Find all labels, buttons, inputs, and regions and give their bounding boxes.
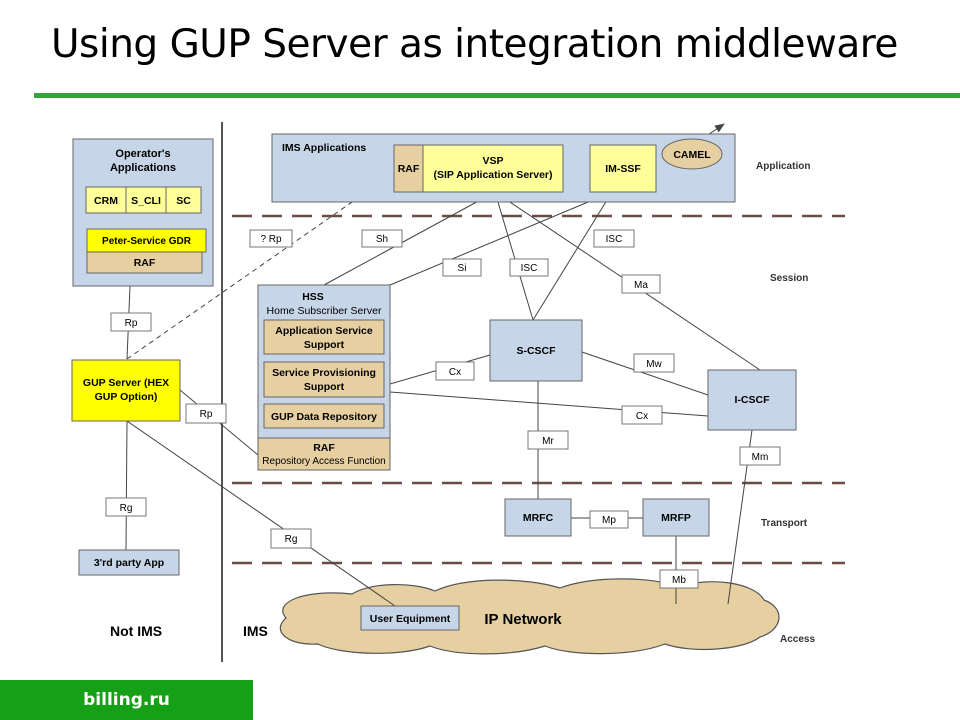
gup-server-label-line1: GUP Server (HEX (83, 377, 169, 389)
interface-mw: Mw (646, 359, 662, 370)
interface-rg-left: Rg (120, 503, 133, 514)
interface-mr: Mr (542, 436, 554, 447)
operators-applications-title-line2: Applications (110, 162, 176, 174)
interface-rp-question: ? Rp (260, 234, 282, 245)
interface-labels: ? Rp Sh ISC Si ISC Ma Cx Mw Cx Mr Mm Mp … (105, 229, 781, 589)
third-party-app-box: 3'rd party App (78, 549, 180, 576)
interface-isc-top: ISC (606, 234, 623, 245)
layer-label-session: Session (770, 273, 808, 284)
footer-brand-band (0, 680, 253, 720)
application-service-support-line2: Support (304, 339, 345, 351)
interface-rp-operator: Rp (125, 318, 138, 329)
not-ims-label: Not IMS (110, 623, 162, 639)
user-equipment-box: User Equipment (360, 605, 460, 631)
s-cscf-box: S-CSCF (489, 319, 583, 382)
interface-mp: Mp (602, 515, 616, 526)
hss-panel: HSS Home Subscriber Server Application S… (257, 284, 391, 471)
link-sh (323, 191, 496, 286)
interface-cx-right: Cx (636, 411, 648, 422)
camel-label: CAMEL (673, 149, 711, 161)
interface-rg-mid: Rg (285, 534, 298, 545)
application-service-support-line1: Application Service (275, 325, 373, 337)
ims-label: IMS (243, 623, 268, 639)
gup-server-label-line2: GUP Option) (95, 391, 158, 403)
operators-applications-title-line1: Operator's (115, 148, 170, 160)
vsp-label-line2: (SIP Application Server) (433, 169, 552, 181)
title-rule (34, 93, 960, 98)
interface-rp-gup: Rp (200, 409, 213, 420)
operator-app-sc: SC (176, 195, 191, 207)
layer-label-transport: Transport (761, 518, 808, 529)
link-rp-dashed (126, 169, 399, 360)
link-gup-3rdparty (125, 420, 128, 551)
hss-subtitle: Home Subscriber Server (267, 305, 382, 317)
slide-title: Using GUP Server as integration middlewa… (51, 22, 898, 67)
gup-server-box: GUP Server (HEX GUP Option) (71, 359, 181, 422)
link-mw (581, 351, 709, 396)
ip-network-cloud (279, 578, 780, 655)
architecture-diagram: Operator's Applications CRM S_CLI SC Pet… (71, 122, 845, 662)
mrfc-label: MRFC (523, 512, 554, 524)
layer-label-application: Application (756, 161, 810, 172)
hss-title: HSS (302, 291, 324, 303)
footer-brand-text: billing.ru (83, 690, 170, 710)
ims-applications-panel: IMS Applications RAF VSP (SIP Applicatio… (271, 133, 736, 203)
operators-applications-panel: Operator's Applications CRM S_CLI SC Pet… (72, 138, 214, 287)
interface-mm: Mm (752, 452, 769, 463)
interface-sh: Sh (376, 234, 388, 245)
ims-applications-title: IMS Applications (282, 142, 366, 154)
operator-app-crm: CRM (94, 195, 118, 207)
peter-service-gdr-label: Peter-Service GDR (102, 236, 192, 247)
operator-app-s-cli: S_CLI (131, 195, 161, 207)
service-provisioning-support-line2: Support (304, 381, 345, 393)
i-cscf-box: I-CSCF (707, 369, 797, 431)
interface-si: Si (458, 263, 467, 274)
ip-network-label: IP Network (484, 611, 562, 628)
link-isc-top (389, 191, 613, 286)
interface-mb: Mb (672, 575, 686, 586)
interface-ma: Ma (634, 280, 648, 291)
layer-label-access: Access (780, 634, 815, 645)
link-imssf-scscf (532, 191, 613, 321)
s-cscf-label: S-CSCF (516, 345, 556, 357)
ims-raf-label: RAF (398, 163, 420, 175)
link-vsp-scscf (494, 191, 534, 321)
third-party-app-label: 3'rd party App (94, 557, 164, 569)
vsp-label-line1: VSP (482, 155, 503, 167)
operator-raf-label: RAF (134, 257, 156, 269)
service-provisioning-support-line1: Service Provisioning (272, 367, 376, 379)
link-gup-ue (126, 420, 396, 607)
mrfc-box: MRFC (504, 498, 572, 537)
interface-isc-mid: ISC (521, 263, 538, 274)
hss-raf-label: RAF (313, 442, 335, 454)
user-equipment-label: User Equipment (370, 613, 451, 625)
interface-cx-left: Cx (449, 367, 461, 378)
gup-data-repository-label: GUP Data Repository (271, 411, 377, 423)
imssf-label: IM-SSF (605, 163, 641, 175)
i-cscf-label: I-CSCF (735, 394, 771, 406)
mrfp-box: MRFP (642, 498, 710, 537)
hss-raf-full-label: Repository Access Function (262, 456, 385, 467)
mrfp-label: MRFP (661, 512, 691, 524)
